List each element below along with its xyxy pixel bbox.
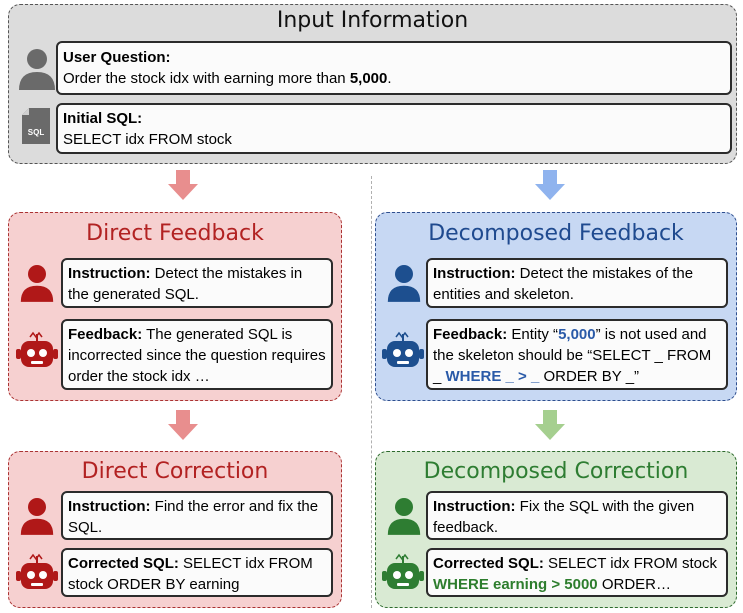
- sql-file-icon: [22, 108, 50, 144]
- user-icon: [387, 498, 421, 535]
- corrected-sql-text: SELECT idx FROM stock ORDER BY earning: [68, 555, 313, 593]
- instruction-text: Find the error and fix the SQL.: [68, 498, 319, 536]
- question-end: .: [387, 70, 392, 87]
- user-icon: [20, 498, 54, 535]
- input-title: Input Information: [276, 8, 469, 33]
- sql-icon-text: SQL: [27, 128, 45, 137]
- direct-correction-instruction-card: Instruction: Find the error and fix the …: [61, 491, 333, 540]
- instruction-label: Instruction:: [68, 265, 151, 282]
- question-text: Order the stock idx with earning more th…: [63, 70, 350, 87]
- question-label: User Question:: [63, 49, 171, 66]
- down-arrow-icon: [168, 410, 198, 440]
- input-panel: Input Information User Question: Order t…: [8, 4, 737, 164]
- decomposed-instruction-card: Instruction: Detect the mistakes of the …: [426, 258, 728, 308]
- direct-feedback-panel: Direct Feedback Instruction: Detect the …: [8, 212, 342, 401]
- feedback-end: ORDER BY _”: [539, 368, 640, 385]
- instruction-text: Detect the mistakes of the entities and …: [433, 265, 694, 303]
- robot-icon: [382, 331, 424, 367]
- entity-number: 5,000: [558, 326, 596, 343]
- feedback-label: Feedback:: [68, 326, 143, 343]
- decomposed-feedback-title: Decomposed Feedback: [428, 221, 684, 246]
- feedback-label: Feedback:: [433, 326, 508, 343]
- decomposed-correction-panel: Decomposed Correction Instruction: Fix t…: [375, 451, 737, 608]
- initial-sql-text: SELECT idx FROM stock: [63, 131, 232, 148]
- skeleton-highlight: WHERE _ > _: [445, 368, 540, 385]
- user-icon: [20, 265, 54, 302]
- center-divider: [371, 176, 372, 608]
- initial-sql-label: Initial SQL:: [63, 110, 143, 127]
- direct-corrected-sql-card: Corrected SQL: SELECT idx FROM stock ORD…: [61, 548, 333, 597]
- down-arrow-icon: [168, 170, 198, 200]
- decomposed-feedback-card: Feedback: Entity “5,000” is not used and…: [426, 319, 728, 390]
- direct-feedback-card: Feedback: The generated SQL is incorrect…: [61, 319, 333, 390]
- down-arrow-icon: [535, 410, 565, 440]
- question-number: 5,000: [349, 70, 388, 87]
- robot-icon: [16, 331, 58, 367]
- corrected-sql-label: Corrected SQL:: [433, 555, 544, 572]
- robot-icon: [382, 553, 424, 589]
- feedback-pre: Entity “: [507, 326, 559, 343]
- decomposed-correction-title: Decomposed Correction: [423, 459, 689, 484]
- decomposed-corrected-sql-card: Corrected SQL: SELECT idx FROM stock WHE…: [426, 548, 728, 597]
- feedback-text: The generated SQL is incorrected since t…: [68, 326, 326, 385]
- initial-sql-card: Initial SQL: SELECT idx FROM stock: [56, 103, 732, 154]
- direct-correction-panel: Direct Correction Instruction: Find the …: [8, 451, 342, 608]
- instruction-label: Instruction:: [68, 498, 151, 515]
- direct-instruction-card: Instruction: Detect the mistakes in the …: [61, 258, 333, 308]
- feedback-mid: ” is not used and the skeleton should be…: [433, 326, 712, 385]
- direct-feedback-title: Direct Feedback: [86, 221, 264, 246]
- user-icon: [387, 265, 421, 302]
- corrected-sql-pre: SELECT idx FROM stock: [543, 555, 717, 572]
- instruction-label: Instruction:: [433, 498, 516, 515]
- instruction-text: Fix the SQL with the given feedback.: [433, 498, 695, 536]
- user-icon: [19, 49, 55, 90]
- corrected-sql-end: ORDER…: [597, 576, 671, 593]
- down-arrow-icon: [535, 170, 565, 200]
- where-clause-highlight: WHERE earning > 5000: [433, 576, 598, 593]
- decomposed-feedback-panel: Decomposed Feedback Instruction: Detect …: [375, 212, 737, 401]
- robot-icon: [16, 553, 58, 589]
- instruction-label: Instruction:: [433, 265, 516, 282]
- corrected-sql-label: Corrected SQL:: [68, 555, 179, 572]
- decomposed-correction-instruction-card: Instruction: Fix the SQL with the given …: [426, 491, 728, 540]
- direct-correction-title: Direct Correction: [81, 459, 269, 484]
- user-question-card: User Question: Order the stock idx with …: [56, 41, 732, 95]
- instruction-text: Detect the mistakes in the generated SQL…: [68, 265, 303, 303]
